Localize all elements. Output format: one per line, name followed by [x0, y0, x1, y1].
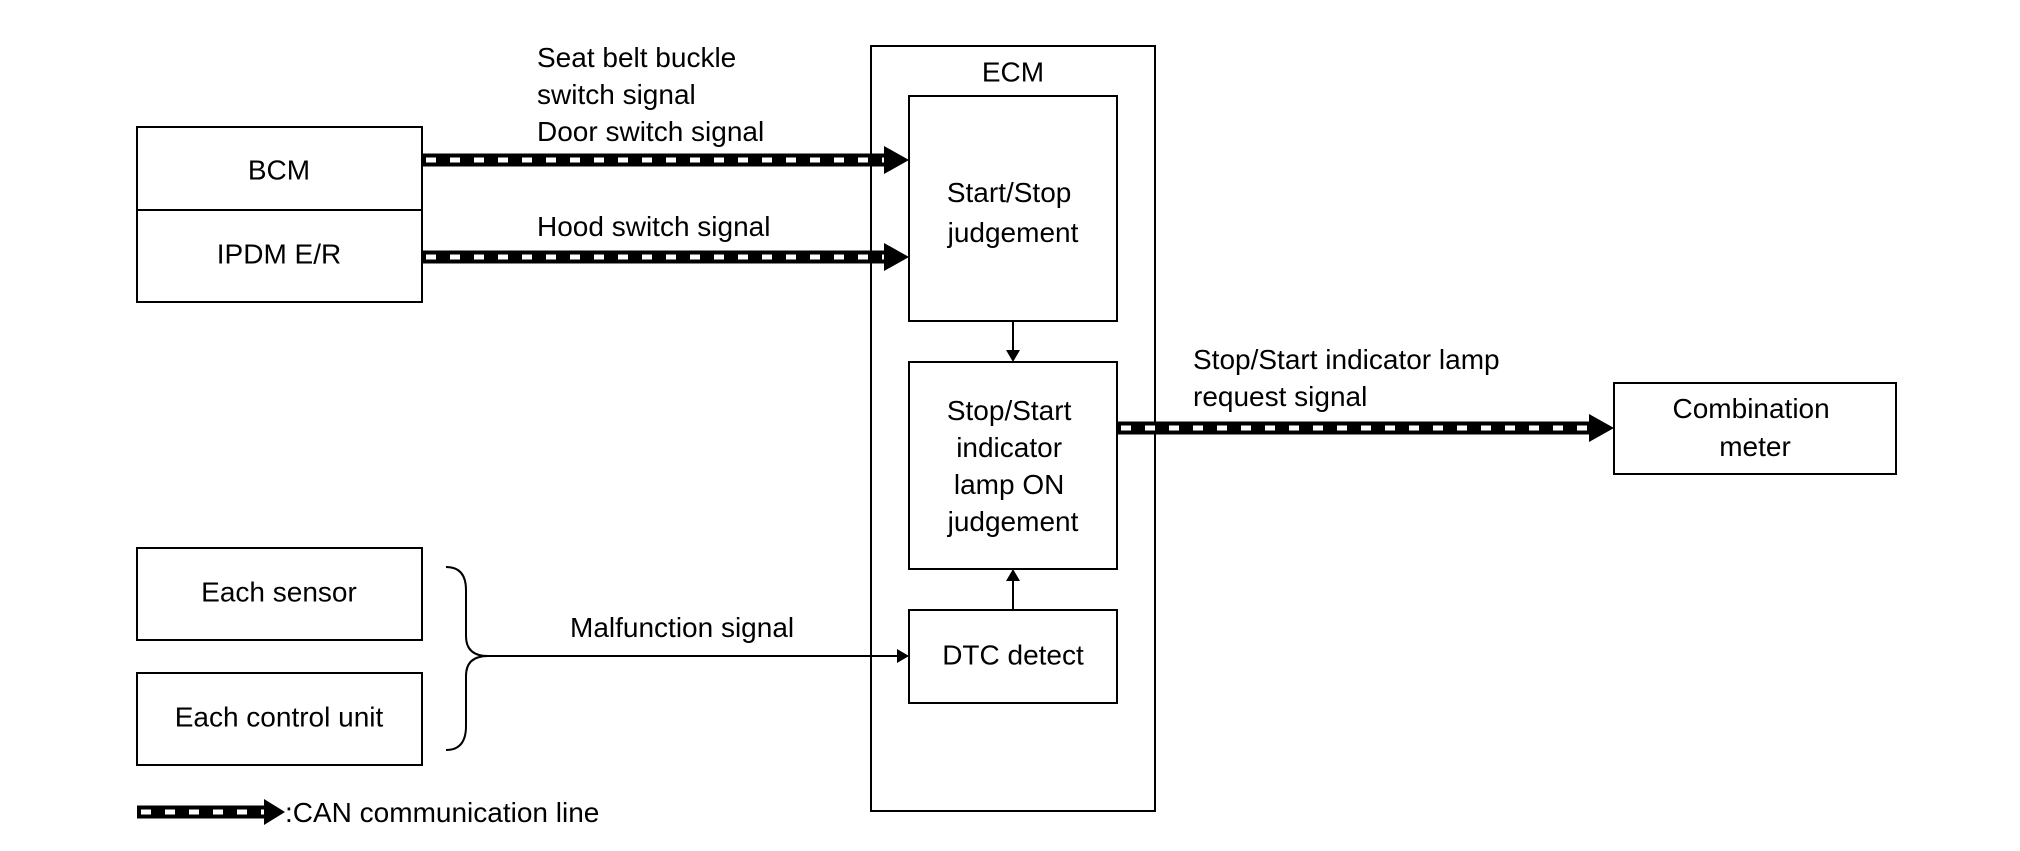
each-sensor-label: Each sensor [201, 576, 357, 607]
dtc-detect-block: DTC detect [908, 609, 1118, 704]
indicator-judgement-block: Stop/Start indicator lamp ON judgement [908, 361, 1118, 570]
svg-text:Stop/Start indicator: Stop/Start indicator lamp ON judgement [947, 395, 1080, 537]
ipdm-block: IPDM E/R [136, 209, 423, 303]
bcm-signal-line-3: Door switch signal [537, 116, 764, 147]
indicator-request-signal-label: Stop/Start indicator lamp request signal [1193, 344, 1507, 412]
bcm-can-line [422, 146, 909, 174]
bcm-signal-label: Seat belt buckle switch signal Door swit… [537, 42, 764, 147]
combination-meter-line-2: meter [1719, 431, 1791, 462]
sensor-group-brace [445, 566, 489, 751]
hood-signal-label: Hood switch signal [537, 211, 770, 242]
bcm-signal-line-1: Seat belt buckle [537, 42, 736, 73]
bcm-block: BCM [136, 126, 423, 219]
indicator-request-signal-line-1: Stop/Start indicator lamp [1193, 344, 1500, 375]
legend-can-line-sample [137, 799, 285, 825]
combination-meter-line-1: Combination [1673, 393, 1830, 424]
indicator-judgement-line-3: lamp ON [954, 469, 1064, 500]
malfunction-signal-line [488, 649, 909, 663]
start-stop-judgement-line-2: judgement [947, 217, 1079, 248]
combination-meter-block: Combination meter [1613, 382, 1897, 475]
indicator-request-can-line [1117, 414, 1614, 442]
indicator-judgement-line-2: indicator [956, 432, 1062, 463]
start-stop-judgement-block: Start/Stop judgement [908, 95, 1118, 322]
judgement-to-indicator-arrow [1006, 321, 1020, 362]
each-control-unit-block: Each control unit [136, 672, 423, 766]
dtc-to-indicator-arrow [1006, 569, 1020, 610]
indicator-judgement-line-4: judgement [947, 506, 1079, 537]
indicator-request-signal-line-2: request signal [1193, 381, 1367, 412]
indicator-judgement-line-1: Stop/Start [947, 395, 1072, 426]
bcm-signal-line-2: switch signal [537, 79, 696, 110]
dtc-detect-label: DTC detect [942, 639, 1084, 670]
ipdm-label: IPDM E/R [217, 238, 341, 269]
each-control-unit-label: Each control unit [175, 701, 384, 732]
malfunction-signal-label: Malfunction signal [570, 612, 794, 643]
bcm-label: BCM [248, 154, 310, 185]
ipdm-can-line [422, 243, 909, 271]
svg-text:Start/Stop judgement: Start/Stop judgement [947, 177, 1080, 248]
each-sensor-block: Each sensor [136, 547, 423, 641]
legend-can-line-label: :CAN communication line [285, 797, 599, 828]
start-stop-judgement-line-1: Start/Stop [947, 177, 1072, 208]
ecm-label: ECM [982, 56, 1044, 87]
svg-text:Combination meter: Combination meter [1673, 393, 1838, 462]
